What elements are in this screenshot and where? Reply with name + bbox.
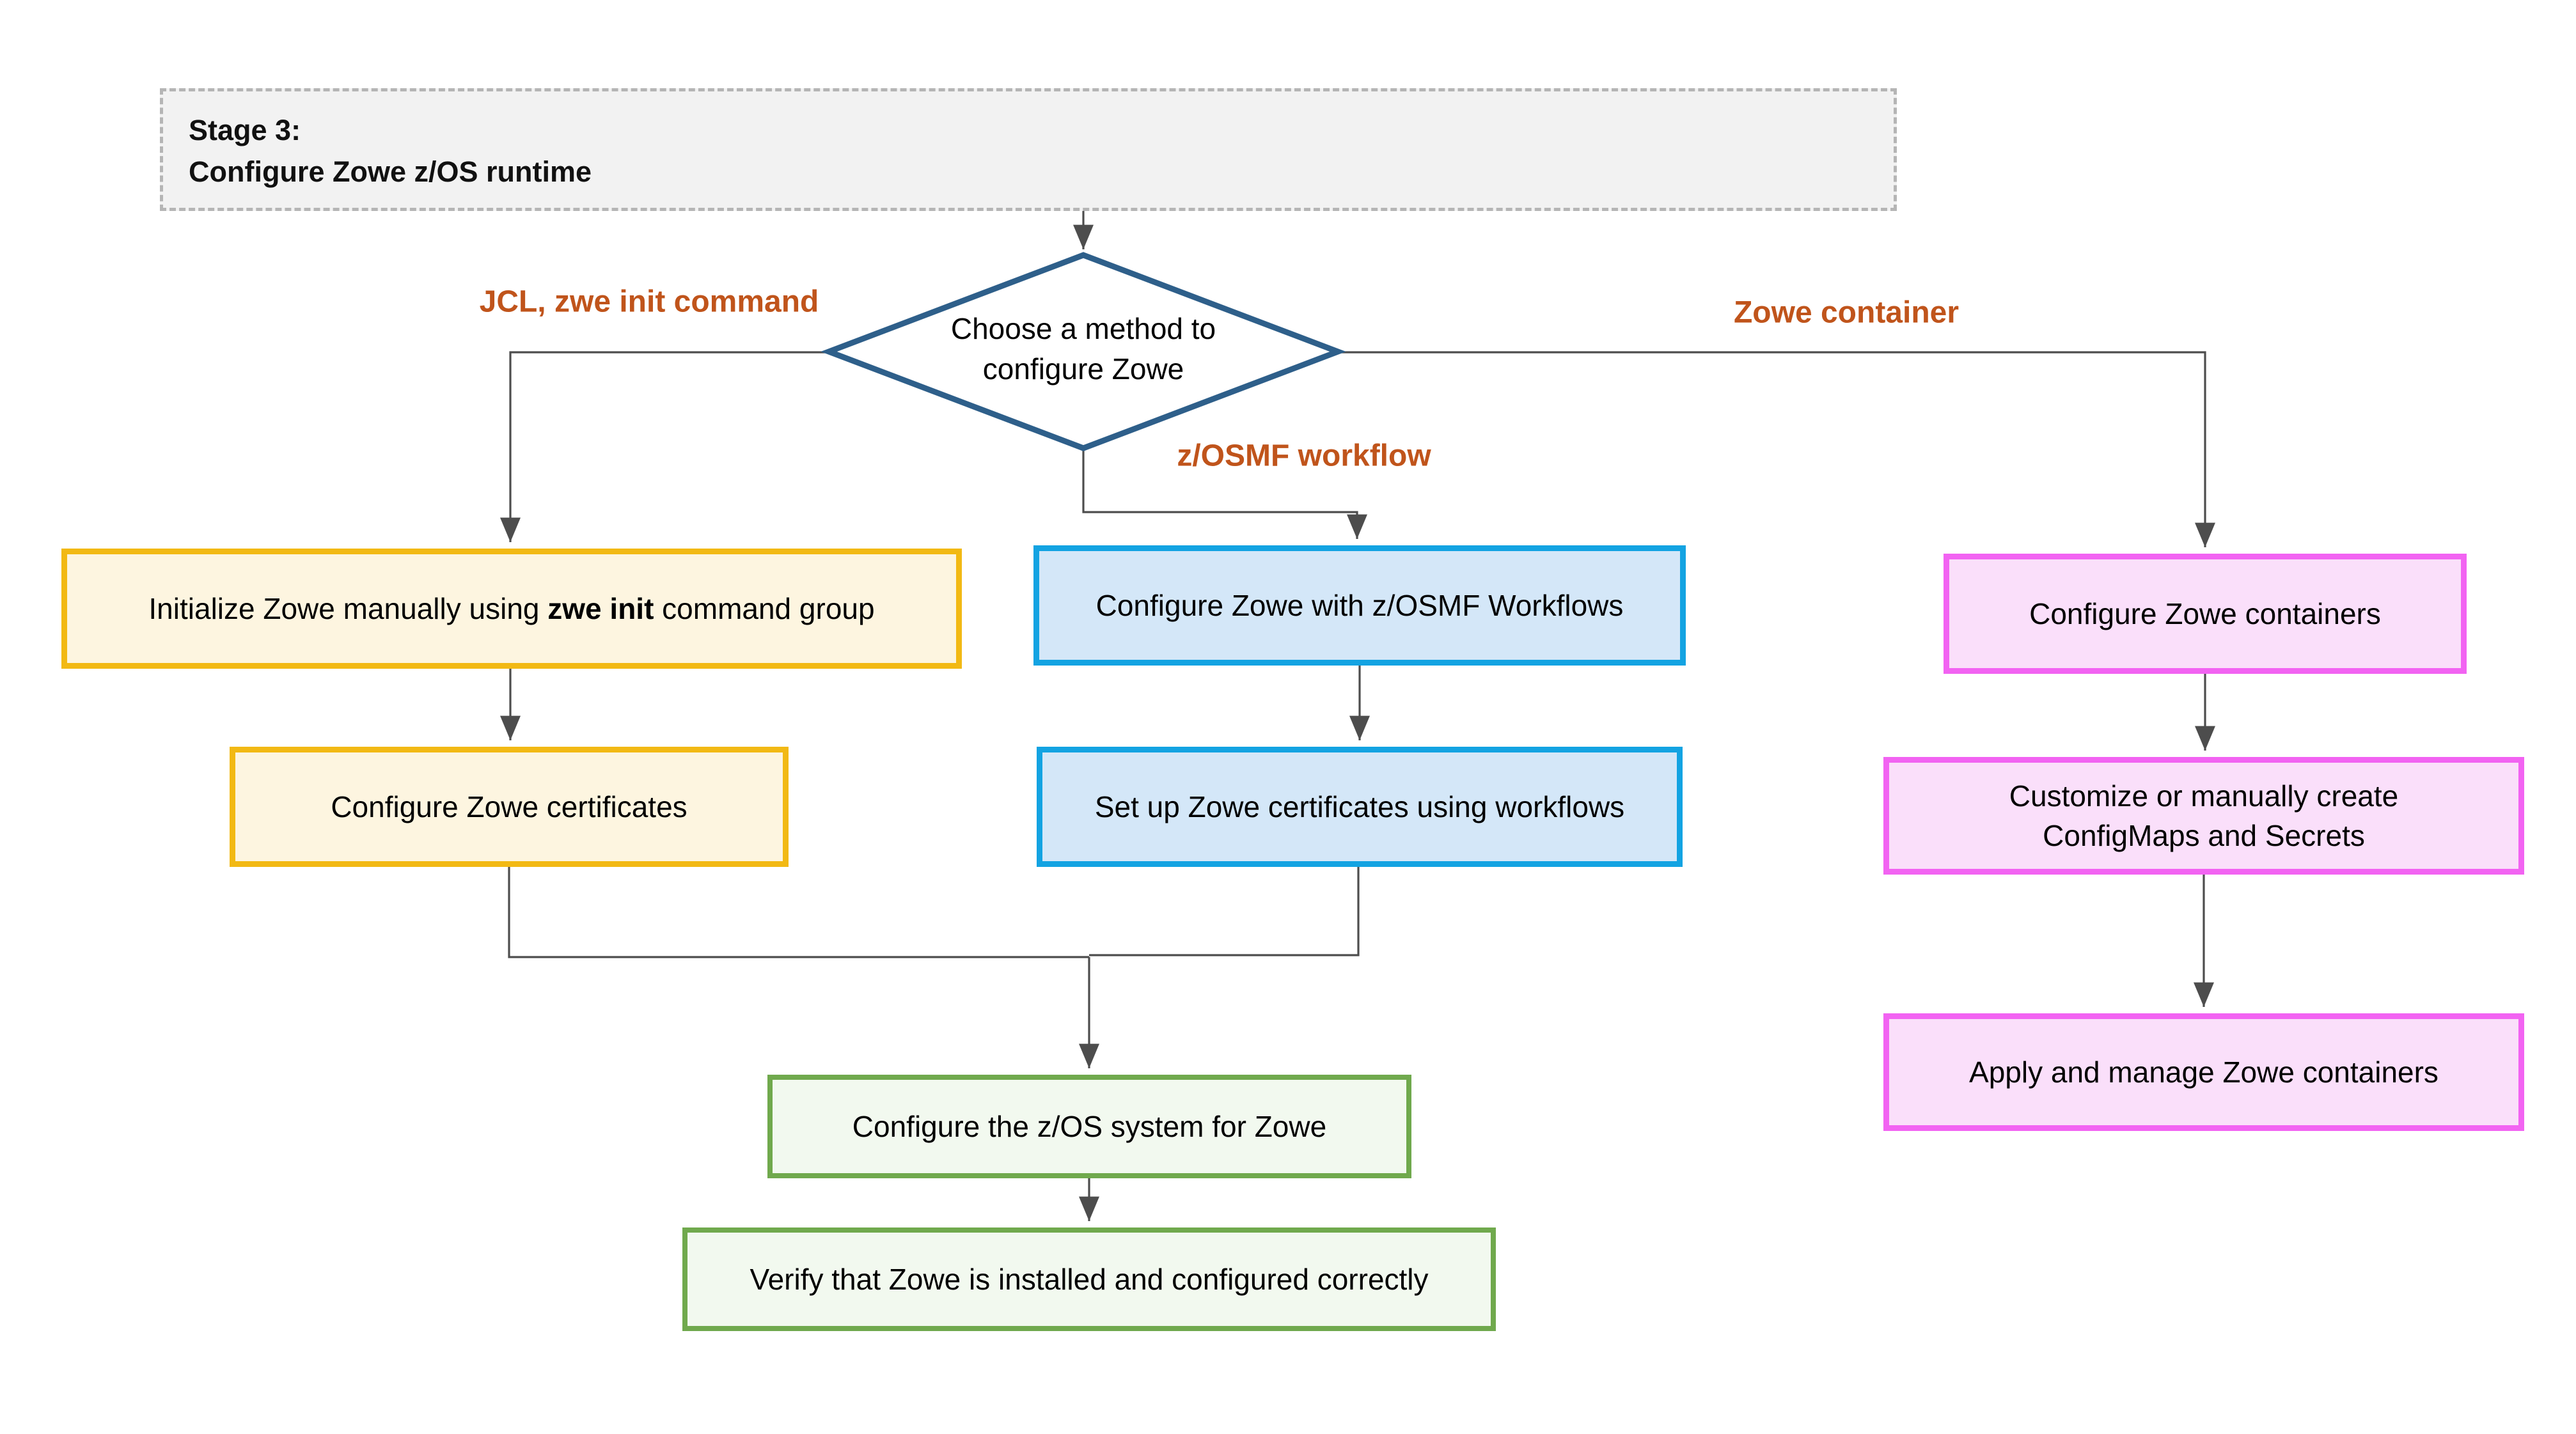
edge-decision-to-containers — [1338, 351, 2215, 547]
configmaps-line2: ConfigMaps and Secrets — [2043, 819, 2365, 852]
branch-label-zosmf-workflow: z/OSMF workflow — [1177, 439, 1431, 473]
decision-diamond — [821, 252, 1346, 451]
node-configure-zowe-certificates[interactable]: Configure Zowe certificates — [230, 747, 789, 867]
node-verify-zowe-installed[interactable]: Verify that Zowe is installed and config… — [682, 1227, 1496, 1331]
node-initialize-zowe-manually[interactable]: Initialize Zowe manually using zwe init … — [61, 549, 962, 669]
stage-title-box: Stage 3: Configure Zowe z/OS runtime — [160, 88, 1897, 211]
node-setup-certificates-workflows[interactable]: Set up Zowe certificates using workflows — [1037, 747, 1683, 867]
configmaps-line1: Customize or manually create — [2009, 779, 2399, 813]
branch-label-jcl-zwe-init: JCL, zwe init command — [479, 284, 819, 319]
decision-node-text: Choose a method to configure Zowe — [860, 309, 1307, 390]
stage-title-line1: Stage 3: — [189, 114, 301, 146]
stage-title-line2: Configure Zowe z/OS runtime — [189, 155, 592, 189]
decision-text-line1: Choose a method to — [950, 312, 1216, 345]
edge-decision-to-init — [500, 351, 829, 542]
branch-label-zowe-container: Zowe container — [1733, 295, 1959, 330]
node-apply-manage-containers[interactable]: Apply and manage Zowe containers — [1883, 1013, 2524, 1131]
zwe-init-bold-text: zwe init — [547, 591, 654, 625]
edge-decision-to-workflows — [1082, 448, 1367, 539]
edge-workflowcerts-to-merge — [1089, 867, 1360, 956]
node-configure-zowe-containers[interactable]: Configure Zowe containers — [1944, 554, 2467, 674]
edge-certs-to-merge — [508, 867, 1089, 958]
node-initialize-zowe-manually-text: Initialize Zowe manually using zwe init … — [148, 591, 875, 625]
node-configure-zos-system[interactable]: Configure the z/OS system for Zowe — [767, 1075, 1411, 1178]
node-customize-configmaps-secrets[interactable]: Customize or manually create ConfigMaps … — [1883, 757, 2524, 875]
node-configure-zowe-zosmf-workflows[interactable]: Configure Zowe with z/OSMF Workflows — [1033, 545, 1686, 666]
decision-text-line2: configure Zowe — [982, 352, 1184, 386]
